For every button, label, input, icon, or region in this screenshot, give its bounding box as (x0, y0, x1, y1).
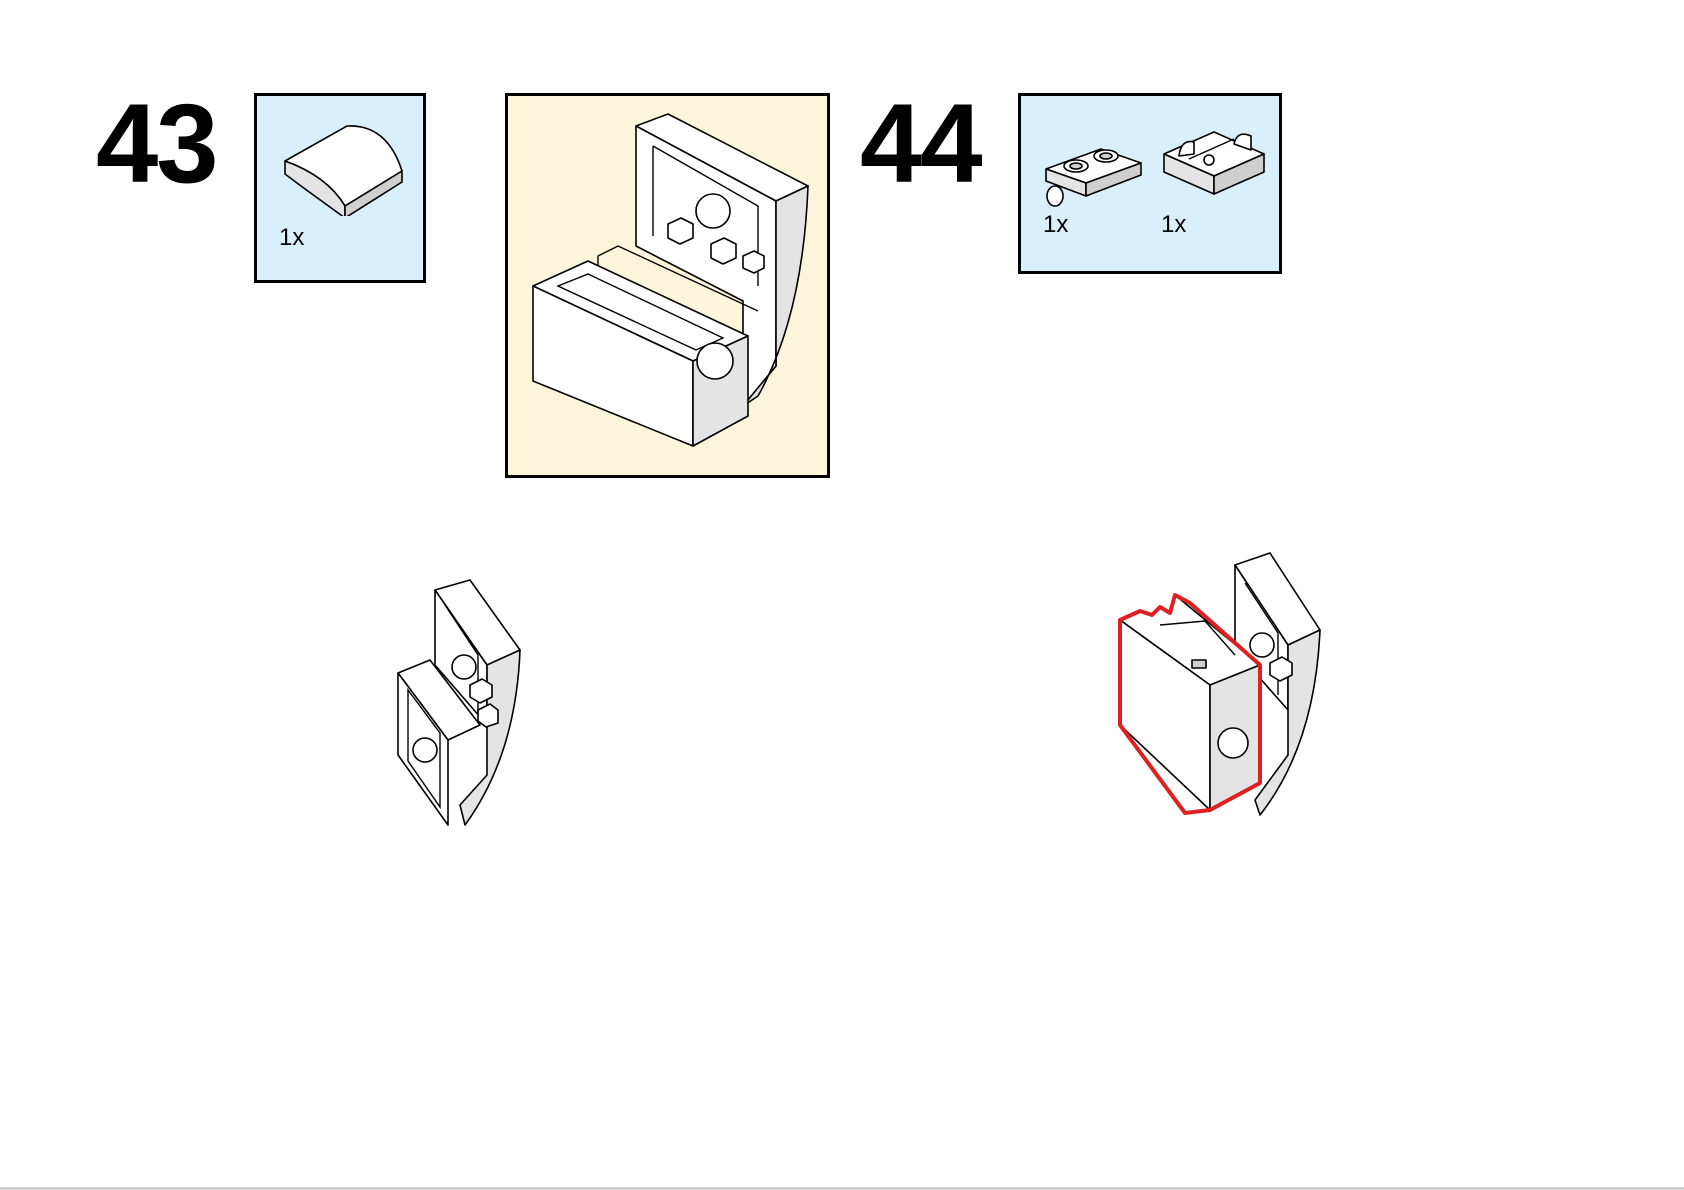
step-44-build-illustration (1118, 552, 1321, 816)
step-44-parts-list: 1x 1x (1018, 93, 1282, 274)
step-43-number: 43 (96, 81, 219, 206)
step-44-part-1-quantity: 1x (1043, 211, 1069, 238)
curved-slope-part-icon (284, 125, 403, 216)
hinge-plate-part-icon (1163, 131, 1265, 195)
step-43-build-illustration (397, 579, 521, 826)
page-bottom-border (0, 1187, 1684, 1190)
step-44-part-2-quantity: 1x (1161, 211, 1187, 238)
subassembly-callout (505, 93, 830, 478)
new-part-highlight-outline (1118, 593, 1262, 815)
step-44-number: 44 (860, 81, 983, 206)
step-43-part-quantity: 1x (279, 224, 305, 251)
plate-with-side-studs-part-icon (1045, 148, 1142, 207)
subassembly-illustration (532, 113, 809, 447)
step-43-parts-list: 1x (254, 93, 426, 283)
